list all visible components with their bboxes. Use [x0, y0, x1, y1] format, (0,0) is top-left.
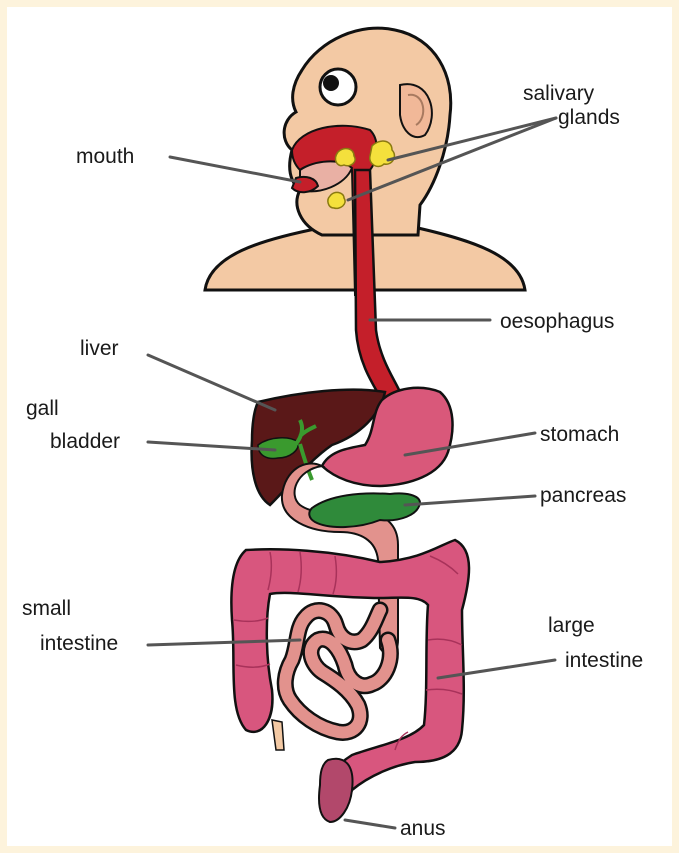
label-large-intestine-line2: intestine	[565, 649, 643, 672]
pancreas	[309, 493, 420, 527]
label-gall-bladder-line2: bladder	[50, 430, 120, 453]
leader-small-intestine	[148, 640, 300, 645]
label-small-intestine-line1: small	[22, 597, 71, 620]
label-small-intestine-line2: intestine	[40, 632, 118, 655]
small-intestine-fill	[285, 610, 390, 732]
leader-anus	[345, 820, 395, 828]
salivary-gland-upper	[370, 141, 395, 166]
leader-mouth	[170, 157, 300, 182]
lips	[292, 177, 318, 192]
label-liver: liver	[80, 337, 119, 360]
pupil	[323, 75, 339, 91]
label-gall-bladder-line1: gall	[26, 397, 59, 420]
salivary-gland-mid	[336, 149, 356, 166]
label-salivary-glands-line2: glands	[558, 106, 620, 129]
label-pancreas: pancreas	[540, 484, 626, 507]
leader-pancreas	[405, 496, 535, 505]
salivary-gland-lower	[328, 192, 345, 208]
label-mouth: mouth	[76, 145, 134, 168]
label-stomach: stomach	[540, 423, 619, 446]
leader-liver	[148, 355, 275, 410]
label-large-intestine-line1: large	[548, 614, 595, 637]
label-oesophagus: oesophagus	[500, 310, 614, 333]
label-salivary-glands-line1: salivary	[523, 82, 595, 105]
rectum	[319, 759, 353, 822]
appendix	[272, 720, 284, 750]
label-anus: anus	[400, 817, 446, 840]
